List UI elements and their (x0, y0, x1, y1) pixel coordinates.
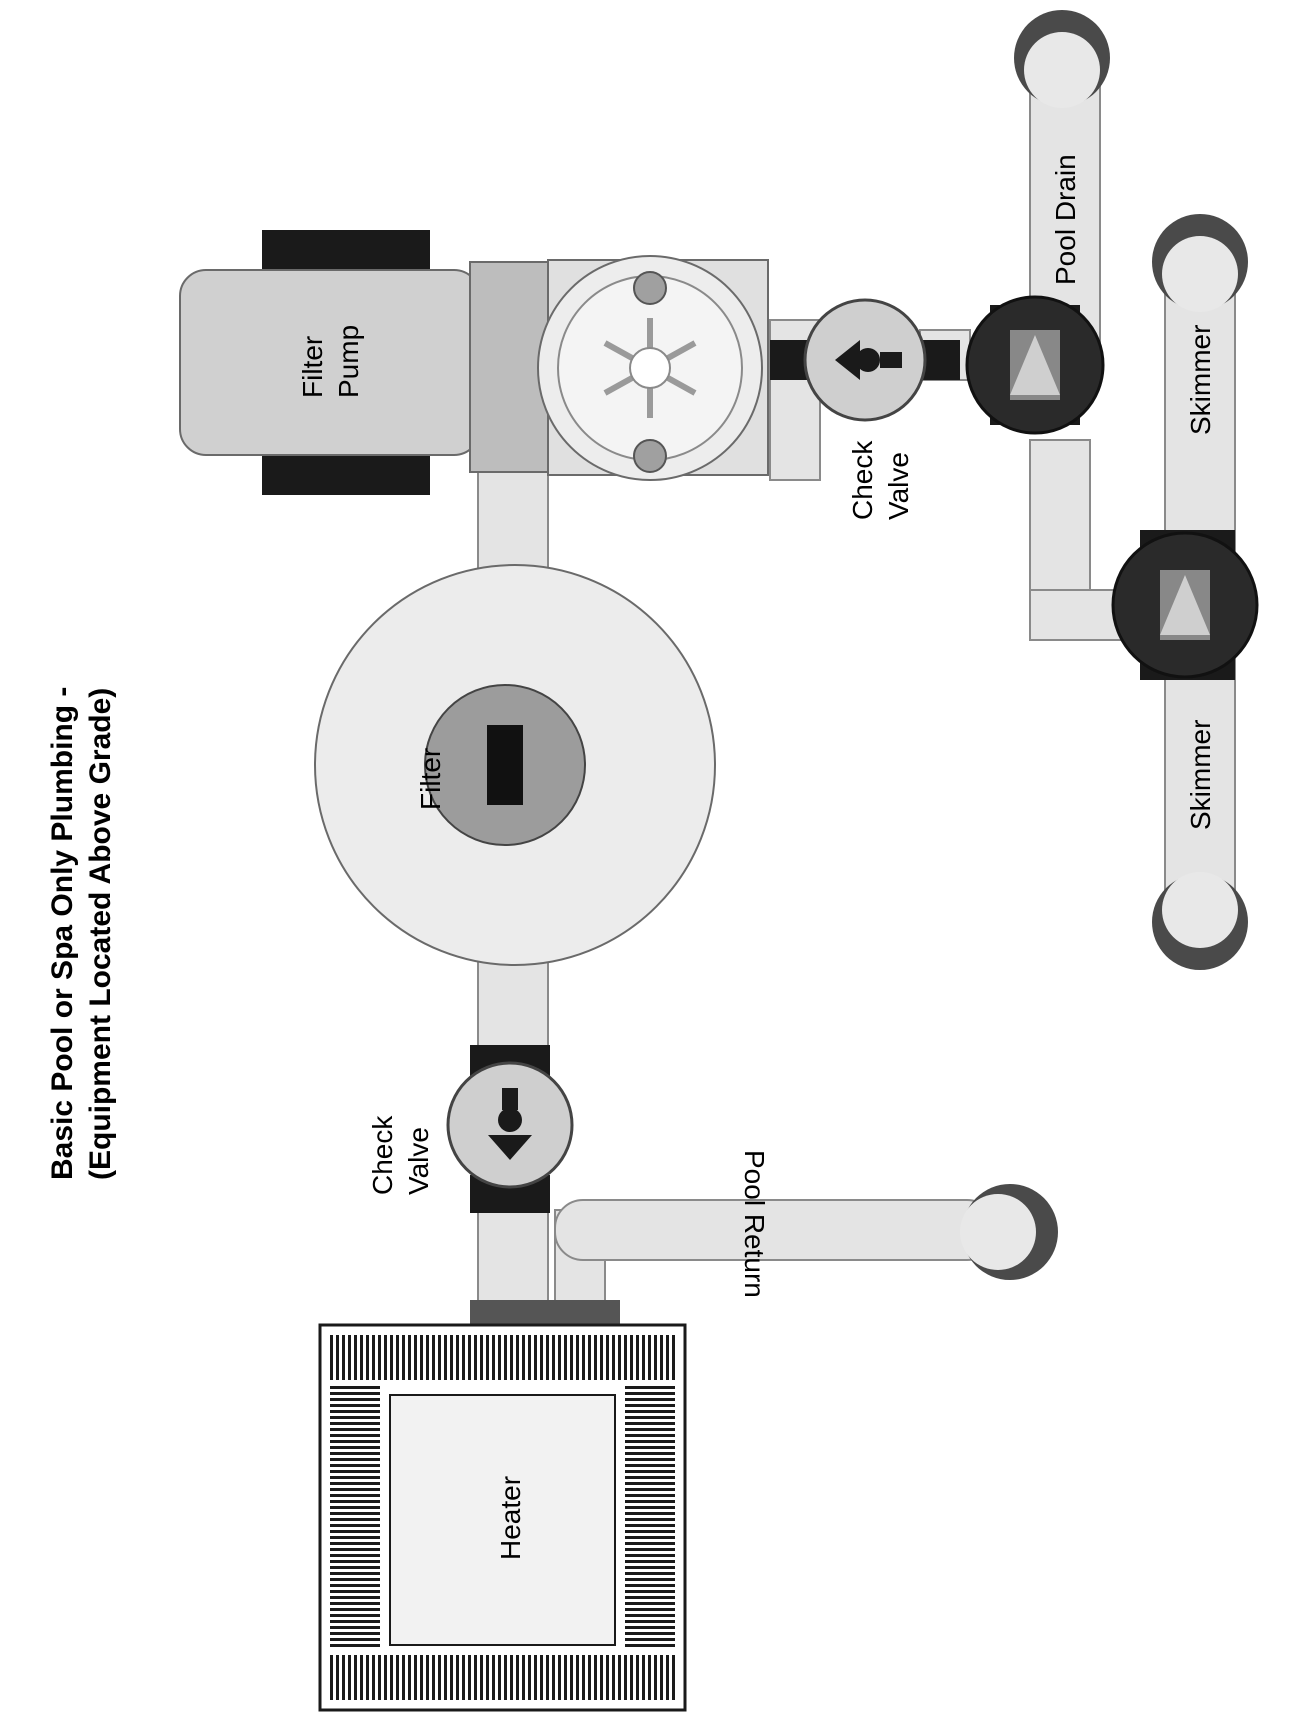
pool-return-pipe-end-icon (960, 1184, 1058, 1280)
diagram-title: Basic Pool or Spa Only Plumbing - (Equip… (46, 687, 117, 1180)
skimmer-valve (1111, 530, 1259, 680)
three-way-valve-icon (1160, 570, 1210, 640)
check-valve-top-label-1: Check (847, 440, 878, 520)
filter-pump-label-2: Pump (333, 325, 364, 398)
skimmer-pipe-end-top-icon (1152, 214, 1248, 312)
heater: Heater (318, 1300, 687, 1712)
check-valve-icon (488, 1088, 532, 1160)
filter-valve-icon (487, 725, 523, 805)
check-valve-bottom-label-1: Check (367, 1115, 398, 1195)
skimmer-pipe (1152, 214, 1248, 970)
pool-drain-label: Pool Drain (1050, 154, 1081, 285)
title-line-2: (Equipment Located Above Grade) (84, 688, 117, 1180)
pool-return-pipe (554, 1184, 1058, 1321)
skimmer-pipe-end-bottom-icon (1152, 872, 1248, 970)
check-valve-bottom: Check Valve (367, 1045, 574, 1213)
check-valve-top-label-2: Valve (883, 452, 914, 520)
check-valve-bottom-label-2: Valve (403, 1127, 434, 1195)
check-valve-icon (835, 340, 902, 380)
filter: Filter (314, 564, 716, 966)
heater-vents (330, 1335, 675, 1700)
filter-label: Filter (415, 748, 446, 810)
skimmer-1-label: Skimmer (1185, 325, 1216, 435)
three-way-valve-icon (1010, 330, 1060, 400)
pool-drain-pipe-end-icon (1014, 10, 1110, 108)
filter-pump-label-1: Filter (297, 336, 328, 398)
skimmer-2-label: Skimmer (1185, 720, 1216, 830)
title-line-1: Basic Pool or Spa Only Plumbing - (46, 687, 79, 1180)
heater-label: Heater (495, 1476, 526, 1560)
filter-pump: Filter Pump (179, 230, 769, 495)
pool-drain-valve (965, 295, 1105, 435)
pool-return-label: Pool Return (739, 1150, 770, 1298)
check-valve-top: Check Valve (770, 298, 960, 520)
